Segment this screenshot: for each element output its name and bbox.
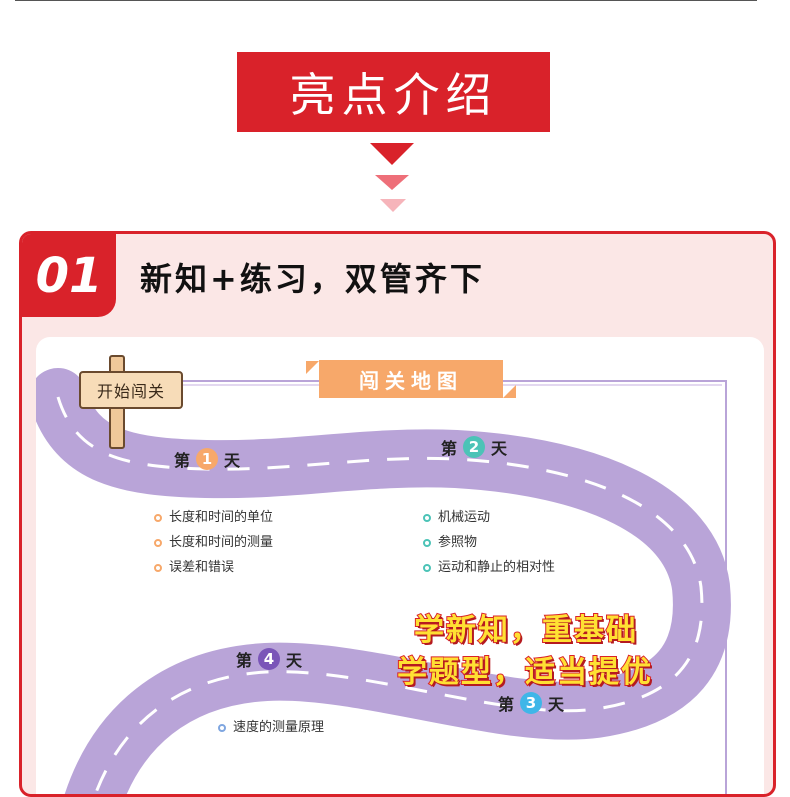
list-item: 长度和时间的单位	[154, 505, 273, 530]
day-1-marker: 第 1 天	[174, 448, 241, 470]
level-map: 闯关地图 开始闯关 第 1 天 长度和时间的单位 长度和时间的测量 误差和错误 …	[36, 337, 764, 794]
list-item: 长度和时间的测量	[154, 530, 273, 555]
day-2-marker: 第 2 天	[441, 436, 508, 458]
feature-card: 01 新知+练习，双管齐下 闯关地图 开始闯关 第 1 天 长度和时间的单位 长…	[19, 231, 776, 797]
section-title: 新知+练习，双管齐下	[140, 260, 485, 298]
day-1-topics: 长度和时间的单位 长度和时间的测量 误差和错误	[154, 505, 273, 580]
banner-title: 亮点介绍	[289, 68, 498, 122]
day-4-marker: 第 4 天	[236, 648, 303, 670]
start-sign: 开始闯关	[79, 371, 183, 409]
list-item: 运动和静止的相对性	[423, 555, 555, 580]
day-3-badge: 3	[520, 692, 543, 714]
map-title: 闯关地图	[319, 360, 503, 398]
chevron-down-icon	[375, 175, 409, 190]
day-4-badge: 4	[258, 648, 281, 670]
chevron-down-icon	[370, 143, 414, 165]
list-item: 机械运动	[423, 505, 555, 530]
section-number: 01	[22, 234, 116, 317]
previous-section-box	[15, 0, 757, 1]
day-1-badge: 1	[196, 448, 219, 470]
slogan-line-2: 学题型，适当提优	[396, 654, 653, 691]
day-2-badge: 2	[463, 436, 486, 458]
day-2-topics: 机械运动 参照物 运动和静止的相对性	[423, 505, 555, 580]
chevron-down-icon	[380, 199, 406, 212]
day-3-marker: 第 3 天	[498, 692, 565, 714]
slogan-line-1: 学新知，重基础	[413, 612, 638, 649]
list-item: 参照物	[423, 530, 555, 555]
day-4-topics: 速度的测量原理	[218, 715, 324, 740]
list-item: 误差和错误	[154, 555, 273, 580]
list-item: 速度的测量原理	[218, 715, 324, 740]
highlights-banner: 亮点介绍	[237, 52, 550, 132]
